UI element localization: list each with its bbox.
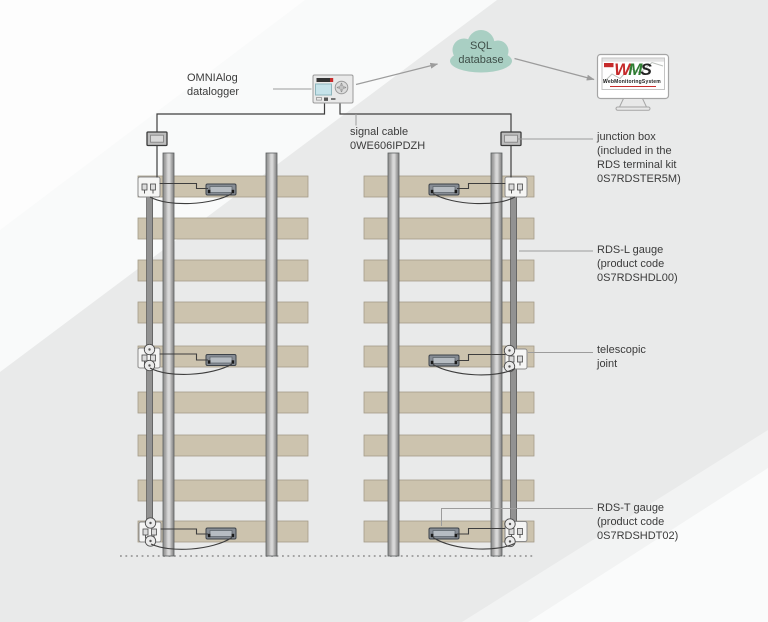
rds-t-line3: 0S7RDSHDT02) [597, 530, 679, 542]
right-track-left-rail [387, 152, 400, 557]
arrow-cloud-to-monitor [514, 57, 595, 81]
leader-lines [273, 88, 593, 526]
rds-l-line3: 0S7RDSHDL00) [597, 272, 678, 284]
arrow-datalogger-to-cloud [355, 62, 439, 86]
wms-logo-underline [610, 86, 656, 87]
omnialog-label: OMNIAlog datalogger [187, 71, 239, 99]
left-track-sleepers [137, 175, 309, 543]
rds-l-line1: RDS-L gauge [597, 244, 664, 256]
leader-rds-t [441, 508, 593, 526]
junction-box-label: junction box (included in the RDS termin… [597, 130, 681, 186]
wms-logo: WMS [599, 61, 665, 79]
terminal-box-left-row1 [137, 176, 161, 198]
wms-logo-w: W [614, 60, 630, 79]
junction-box-line3: RDS terminal kit [597, 159, 677, 171]
sql-database-cloud [450, 30, 512, 73]
junction-box-line2: (included in the [597, 145, 672, 157]
signal-cable-label: signal cable 0WE606IPDZH [350, 125, 425, 153]
rds-l-line2: (product code [597, 258, 665, 270]
junction-box-line1: junction box [597, 131, 656, 143]
rds-t-line1: RDS-T gauge [597, 502, 665, 514]
sql-database-label: SQL database [446, 40, 516, 67]
monitor-stand [618, 98, 648, 108]
connector-arrows [355, 57, 595, 86]
omnialog-label-line1: OMNIAlog [187, 72, 238, 84]
signal-cables [156, 103, 512, 178]
left-track-right-rail [265, 152, 278, 557]
rds-t-gauge-label: RDS-T gauge (product code 0S7RDSHDT02) [597, 501, 678, 543]
rds-t-line2: (product code [597, 516, 665, 528]
omnialog-label-line2: datalogger [187, 86, 239, 98]
datalogger-screen [315, 83, 332, 96]
monitor-base [615, 106, 651, 111]
sql-label-line1: SQL [469, 40, 492, 52]
rds-l-gauge-label: RDS-L gauge (product code 0S7RDSHDL00) [597, 243, 678, 285]
signal-cable-line2: 0WE606IPDZH [350, 140, 426, 152]
datalogger-device [312, 74, 354, 104]
telescopic-line2: joint [597, 358, 618, 370]
junction-box-left [146, 131, 168, 147]
wms-monitor [596, 53, 670, 111]
wms-logo-m: M [628, 60, 642, 79]
monitor-graph-line [602, 61, 664, 84]
sisgeo-logo-tag [604, 63, 614, 68]
sql-label-line2: database [458, 53, 504, 66]
telescopic-joint-label: telescopic joint [597, 343, 646, 371]
wms-logo-subtitle: WebMonitoringSystem [603, 79, 661, 85]
signal-cable-line1: signal cable [350, 126, 409, 138]
sensor-cables [149, 182, 516, 550]
telescopic-line1: telescopic [597, 344, 646, 356]
terminal-box-right-row1 [504, 176, 528, 198]
wms-logo-s: S [640, 60, 651, 79]
junction-box-line4: 0S7RDSTER5M) [597, 173, 681, 185]
datalogger-logo [316, 78, 330, 82]
